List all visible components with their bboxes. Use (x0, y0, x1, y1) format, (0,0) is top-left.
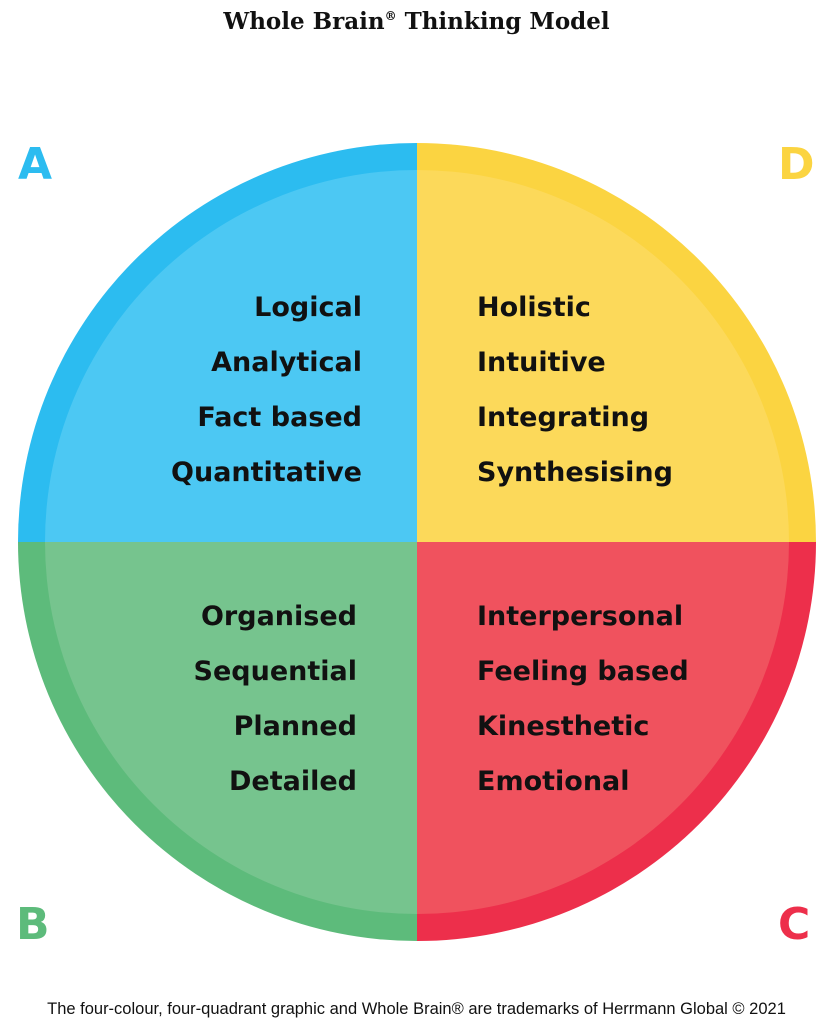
quadrant-d-letter: D (778, 139, 815, 190)
quadrant-d-fill (417, 170, 789, 542)
diagram-title: Whole Brain® Thinking Model (0, 0, 833, 38)
quadrant-a-item-3: Fact based (197, 402, 362, 433)
quadrant-d-item-3: Integrating (477, 402, 649, 433)
quadrant-a-fill (45, 170, 417, 542)
quadrant-d-item-2: Intuitive (477, 347, 606, 378)
quadrant-a-item-1: Logical (254, 292, 362, 323)
quadrant-b-fill (45, 542, 417, 914)
quadrant-a-letter: A (18, 139, 53, 190)
trademark-footer: The four-colour, four-quadrant graphic a… (47, 1000, 786, 1018)
quadrant-b-item-2: Sequential (194, 656, 357, 687)
quadrant-c-item-4: Emotional (477, 766, 630, 797)
quadrant-c-item-1: Interpersonal (477, 601, 683, 632)
quadrant-c-item-2: Feeling based (477, 656, 689, 687)
quadrant-b-item-1: Organised (201, 601, 357, 632)
quadrant-c-item-3: Kinesthetic (477, 711, 649, 742)
quadrant-a-item-2: Analytical (211, 347, 362, 378)
title-main: Whole Brain (223, 8, 385, 35)
quadrant-a-item-4: Quantitative (171, 457, 362, 488)
quadrant-b-letter: B (16, 899, 50, 950)
quadrant-b-item-4: Detailed (229, 766, 357, 797)
title-rest: Thinking Model (396, 8, 610, 35)
quadrant-c-letter: C (778, 899, 811, 950)
quadrant-c-fill (417, 542, 789, 914)
quadrant-d-item-4: Synthesising (477, 457, 673, 488)
quadrant-d-item-1: Holistic (477, 292, 591, 323)
registered-mark: ® (384, 9, 397, 23)
quadrant-b-item-3: Planned (234, 711, 357, 742)
